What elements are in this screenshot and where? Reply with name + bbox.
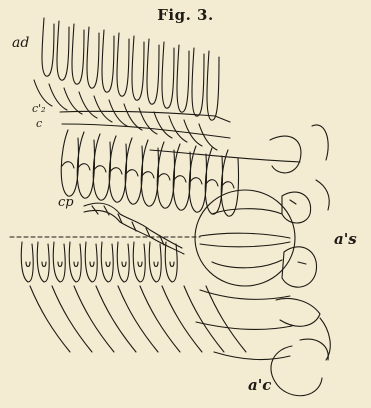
c-line [62,124,230,138]
upper-loop [42,18,54,76]
lower-loop-dot [74,262,78,267]
middle-loop-inner [206,180,218,186]
lower-loop-dot [90,262,94,267]
lower-curve [184,286,224,352]
lower-loop [101,242,113,282]
lower-loop [53,242,65,282]
upper-loop [147,39,159,104]
upper-loop [177,45,189,112]
middle-loop-inner [78,164,90,170]
lower-curve [196,322,292,329]
upper-loop [87,27,99,88]
upper-loop [162,42,174,108]
label-c2: c'₂ [32,103,46,114]
lower-loop [21,242,33,282]
upper-loop [57,21,69,80]
lower-curve [214,352,290,359]
label-c: c [36,118,42,129]
middle-loop-inner [158,174,170,180]
lower-curve [162,286,202,352]
right-column [270,125,330,396]
lower-loop-dot [154,262,158,267]
upper-loop [192,48,204,116]
lower-curve [96,286,136,352]
lower-loop-dot [58,262,62,267]
lower-curves [30,286,292,359]
upper-loop-row [34,18,219,150]
lower-loop [133,242,145,282]
upper-loop [117,33,129,96]
lower-loop [69,242,81,282]
lower-loop [85,242,97,282]
lower-curve [74,286,114,352]
lower-loop [117,242,129,282]
c2-line [60,111,230,122]
upper-loop [72,24,84,84]
middle-loop-inner [142,172,154,178]
lower-loop-row [21,242,177,282]
lower-curve [30,286,70,352]
label-ad: ad [12,36,29,50]
lower-loop-dot [122,262,126,267]
lower-loop [149,242,161,282]
label-cp: cp [58,196,74,209]
lower-loop-dot [42,262,46,267]
lower-loop-dot [106,262,110,267]
upper-loop [132,36,144,100]
lower-loop-dot [170,262,174,267]
label-as: a's [334,232,357,247]
middle-loop-row [61,130,238,216]
middle-loop-inner [94,166,106,172]
lower-curve [52,286,92,352]
middle-loop-inner [110,168,122,174]
central-body [195,190,295,286]
middle-loop-inner [174,176,186,182]
middle-loop-inner [222,182,234,188]
lower-curve [206,286,246,352]
lower-loop-dot [138,262,142,267]
lower-curve [140,286,180,352]
lower-curve [118,286,158,352]
upper-loop [102,30,114,92]
lower-loop-dot [26,262,30,267]
lower-loop [37,242,49,282]
lower-curve [200,290,290,299]
middle-loop-inner [190,178,202,184]
label-ac: a'c [248,378,271,393]
figure-title: Fig. 3. [0,6,371,24]
middle-loop-inner [62,162,74,168]
middle-loop-inner [126,170,138,176]
upper-loop [207,51,219,120]
